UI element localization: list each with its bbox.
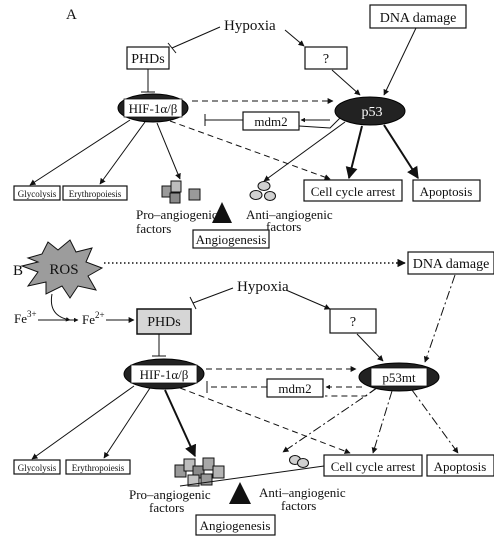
anti-angiogenic-label-a-2: factors: [266, 219, 301, 234]
dna-damage-box-a: [369, 4, 467, 29]
ros-starburst: [20, 239, 104, 299]
fe2-superscript: 2+: [95, 310, 105, 320]
pro-angiogenic-label-a-2: factors: [136, 221, 171, 236]
pro-angiogenic-squares-a: [161, 180, 201, 204]
hypoxia-label-a: Hypoxia: [224, 18, 276, 34]
phds-box-b: [136, 308, 192, 335]
glycolysis-box-a: [13, 185, 61, 201]
angiogenesis-box-a: [192, 229, 270, 249]
unknown-box-a: [304, 46, 348, 70]
dna-damage-box-b: [407, 251, 494, 275]
unknown-label-a: ?: [323, 52, 329, 67]
glycolysis-box-b: [13, 459, 61, 475]
mdm2-box-a: [242, 111, 300, 131]
panel-a: A Hypoxia DNA damage PHDs ? HIF-1α/β p53…: [13, 4, 481, 249]
erythropoiesis-label-b: Erythropoiesis: [72, 463, 125, 473]
fe3-superscript: 3+: [27, 309, 37, 319]
panel-a-label: A: [66, 7, 77, 23]
dna-damage-label-b: DNA damage: [413, 257, 490, 272]
apoptosis-box-a: [412, 179, 481, 202]
anti-angiogenic-ovals-b: [289, 455, 309, 468]
pro-angiogenic-label-a-1: Pro–angiogenic: [136, 207, 218, 222]
apoptosis-label-b: Apoptosis: [434, 459, 487, 474]
hif-label-box-b: [130, 364, 198, 384]
dna-damage-label-a: DNA damage: [380, 11, 457, 26]
cell-cycle-arrest-label-b: Cell cycle arrest: [331, 459, 416, 474]
p53mt-label: p53mt: [382, 370, 416, 385]
hif-label-box-a: [123, 98, 183, 118]
pro-angiogenic-label-b-1: Pro–angiogenic: [129, 487, 211, 502]
anti-angiogenic-label-a-1: Anti–angiogenic: [246, 207, 333, 222]
cell-cycle-arrest-box-b: [323, 454, 423, 477]
fe3-label: Fe3+: [14, 309, 37, 326]
p53mt-label-box: [370, 367, 428, 387]
pro-angiogenic-label-b-2: factors: [149, 500, 184, 515]
fe2-base: Fe: [82, 312, 95, 327]
cell-cycle-arrest-box-a: [303, 179, 403, 202]
unknown-label-b: ?: [350, 315, 356, 330]
ros-label: ROS: [49, 262, 78, 278]
apoptosis-box-b: [426, 454, 494, 477]
mdm2-label-b: mdm2: [278, 381, 311, 396]
mdm2-box-b: [266, 378, 324, 398]
hif-label-a: HIF-1α/β: [129, 101, 178, 116]
glycolysis-label-a: Glycolysis: [18, 189, 57, 199]
hypoxia-label-b: Hypoxia: [237, 279, 289, 295]
fe3-base: Fe: [14, 311, 27, 326]
angiogenesis-balance-triangle-b: [229, 482, 251, 504]
angiogenesis-balance-beam-b: [179, 465, 325, 487]
phds-label-a: PHDs: [131, 52, 164, 67]
apoptosis-label-a: Apoptosis: [420, 184, 473, 199]
cell-cycle-arrest-label-a: Cell cycle arrest: [311, 184, 396, 199]
erythropoiesis-label-a: Erythropoiesis: [69, 189, 122, 199]
p53-label-a: p53: [362, 105, 383, 120]
angiogenesis-box-b: [195, 514, 276, 536]
panel-b-label: B: [13, 263, 23, 279]
anti-angiogenic-label-b-1: Anti–angiogenic: [259, 485, 346, 500]
mdm2-label-a: mdm2: [254, 114, 287, 129]
anti-angiogenic-ovals-a: [249, 181, 276, 201]
glycolysis-label-b: Glycolysis: [18, 463, 57, 473]
erythropoiesis-box-b: [65, 459, 131, 475]
panel-b-edges: [31, 258, 459, 460]
pro-angiogenic-squares-b: [174, 457, 225, 487]
panel-a-edges: [29, 26, 419, 186]
p53-ellipse-a: [334, 96, 406, 126]
unknown-box-b: [329, 308, 377, 334]
erythropoiesis-box-a: [62, 185, 128, 201]
panel-b: B ROS DNA damage Hypoxia Fe3+ Fe2+ PHDs …: [13, 239, 494, 536]
angiogenesis-label-a: Angiogenesis: [196, 232, 267, 247]
angiogenesis-label-b: Angiogenesis: [200, 518, 271, 533]
fe2-label: Fe2+: [82, 310, 105, 327]
phds-label-b: PHDs: [147, 315, 180, 330]
hif-label-b: HIF-1α/β: [140, 367, 189, 382]
anti-angiogenic-label-b-2: factors: [281, 498, 316, 513]
angiogenesis-balance-triangle-a: [212, 202, 232, 223]
